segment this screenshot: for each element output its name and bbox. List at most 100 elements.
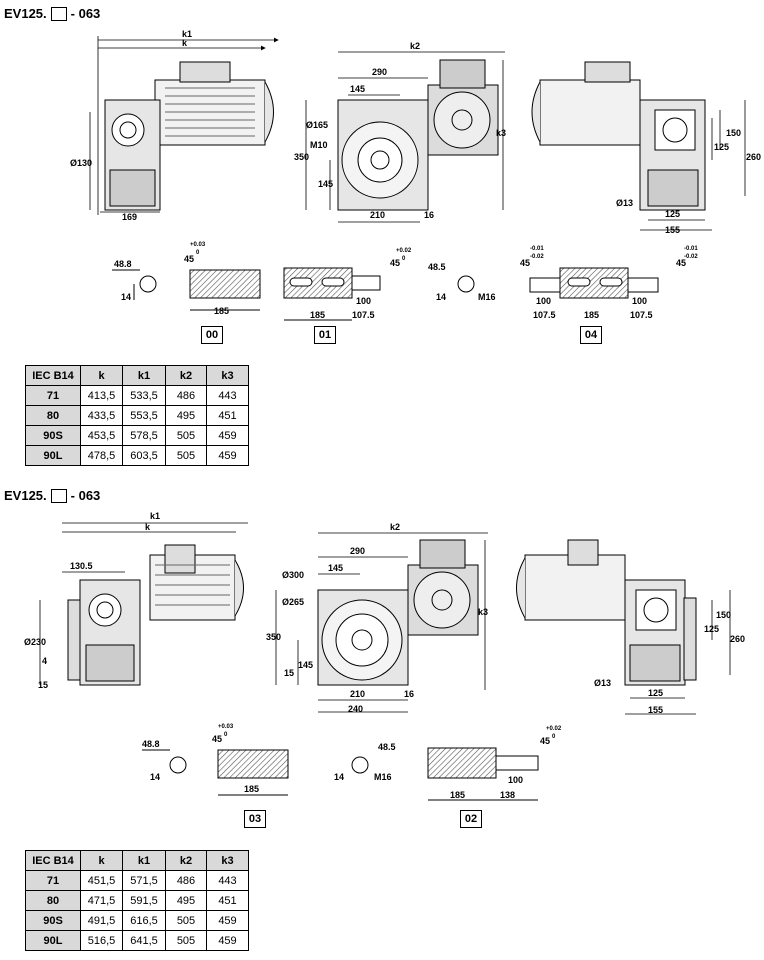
dim2-260: 260 [730, 634, 745, 644]
cell: 459 [206, 930, 249, 951]
cell: 516,5 [80, 930, 123, 951]
dim2-d300: Ø300 [282, 570, 304, 580]
table-row: 80 471,5 591,5 495 451 [25, 890, 249, 911]
v04-w185: 185 [584, 310, 599, 320]
dim-150: 150 [726, 128, 741, 138]
col-k1: k1 [122, 365, 166, 386]
v04-tl2: -0.02 [530, 254, 544, 260]
col-k3: k3 [206, 365, 249, 386]
cell: 451,5 [80, 870, 123, 891]
v02-w185: 185 [450, 790, 465, 800]
dim2-125: 125 [648, 688, 663, 698]
cell: 433,5 [80, 405, 123, 426]
dim-210: 210 [370, 210, 385, 220]
dim2-1305: 130.5 [70, 561, 93, 571]
dim2-d13: Ø13 [594, 678, 611, 688]
v04-a45r: 45 [676, 258, 686, 268]
cell: 459 [206, 425, 249, 446]
cell: 90L [25, 445, 81, 466]
dim-145b: 145 [318, 179, 333, 189]
v04-a45l: 45 [520, 258, 530, 268]
variant-label-04: 04 [580, 326, 602, 344]
table-header: IEC B14 k k1 k2 k3 [25, 850, 249, 871]
v00-tol: +0.03 [190, 242, 206, 248]
cell: 459 [206, 445, 249, 466]
dim2-155: 155 [648, 705, 663, 715]
dim-169: 169 [122, 212, 137, 222]
v01-w185: 185 [310, 310, 325, 320]
dimension-table-1: IEC B14 k k1 k2 k3 71 413,5 533,5 486 44… [25, 365, 249, 466]
v01m-d485: 48.5 [428, 262, 446, 272]
v00-w185: 185 [214, 306, 229, 316]
section2-title: EV125. - 063 [4, 488, 100, 503]
table-row: 71 413,5 533,5 486 443 [25, 385, 249, 406]
dim-16: 16 [424, 210, 434, 220]
gearbox-front-view-2 [317, 539, 479, 686]
cell: 505 [165, 910, 207, 931]
cell: 443 [206, 870, 249, 891]
variant-label-03: 03 [244, 810, 266, 828]
v01-w100: 100 [356, 296, 371, 306]
v02-w138: 138 [500, 790, 515, 800]
title-suffix: - 063 [70, 6, 101, 21]
v00-d488: 48.8 [114, 259, 132, 269]
v03-d488: 48.8 [142, 739, 160, 749]
variant-02-drawing [427, 747, 539, 801]
gearbox-back-view-1 [531, 61, 706, 211]
cell: 413,5 [80, 385, 123, 406]
cell: 495 [165, 890, 207, 911]
dim2-210: 210 [350, 689, 365, 699]
gearbox-front-view-1 [337, 59, 499, 211]
cell: 495 [165, 405, 207, 426]
v04-w100r: 100 [632, 296, 647, 306]
v04-tr1: -0.01 [684, 246, 698, 252]
dim-290: 290 [372, 67, 387, 77]
cell: 90L [25, 930, 81, 951]
col-k2: k2 [165, 850, 207, 871]
v01-tol0: 0 [402, 256, 406, 262]
variant-01-section [457, 275, 475, 293]
cell: 616,5 [122, 910, 166, 931]
cell: 571,5 [122, 870, 166, 891]
dim2-d265: Ø265 [282, 597, 304, 607]
dim-m10: M10 [310, 140, 328, 150]
cell: 578,5 [122, 425, 166, 446]
dim2-350: 350 [266, 632, 281, 642]
col-k: k [80, 850, 123, 871]
dim-d165: Ø165 [306, 120, 328, 130]
cell: 491,5 [80, 910, 123, 931]
cell: 90S [25, 910, 81, 931]
cell: 443 [206, 385, 249, 406]
variant-02-section [351, 756, 369, 774]
col-iec: IEC B14 [25, 365, 81, 386]
dim2-145b: 145 [298, 660, 313, 670]
cell: 459 [206, 910, 249, 931]
v01-w1075: 107.5 [352, 310, 375, 320]
variant-label-01: 01 [314, 326, 336, 344]
cell: 533,5 [122, 385, 166, 406]
dim-350: 350 [294, 152, 309, 162]
dim-125v: 125 [714, 142, 729, 152]
dim-k2: k2 [410, 41, 420, 51]
dim2-k3: k3 [478, 607, 488, 617]
dim2-15b: 15 [284, 668, 294, 678]
dim-d13: Ø13 [616, 198, 633, 208]
table-row: 90L 478,5 603,5 505 459 [25, 445, 249, 466]
v03-tol0: 0 [224, 732, 228, 738]
dim2-125v: 125 [704, 624, 719, 634]
v03-tol: +0.03 [218, 724, 234, 730]
v04-w1075l: 107.5 [533, 310, 556, 320]
cell: 71 [25, 870, 81, 891]
cell: 451 [206, 405, 249, 426]
cell: 505 [165, 445, 207, 466]
v01-a45: 45 [390, 258, 400, 268]
gearbox-back-view-2 [516, 539, 697, 686]
title-suffix: - 063 [70, 488, 101, 503]
cell: 641,5 [122, 930, 166, 951]
cell: 603,5 [122, 445, 166, 466]
v02m-m16: M16 [374, 772, 392, 782]
v01m-m16: M16 [478, 292, 496, 302]
col-k3: k3 [206, 850, 249, 871]
title-prefix: EV125. [4, 488, 47, 503]
variant-box [50, 6, 67, 21]
